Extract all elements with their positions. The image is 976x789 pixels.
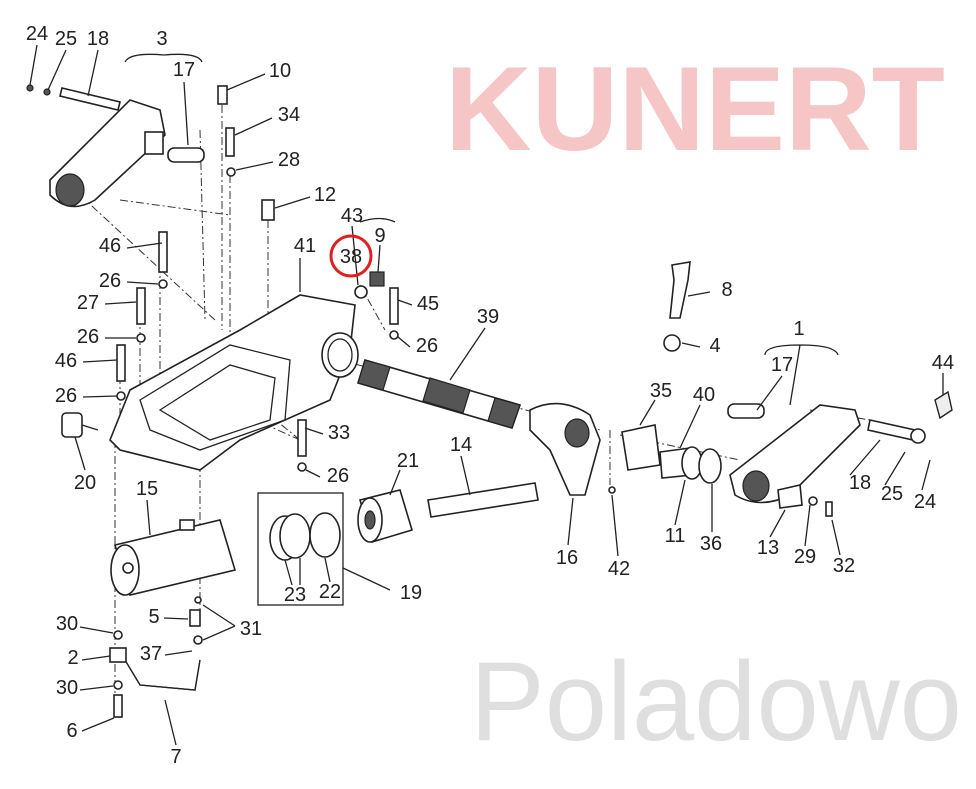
callout: 24	[26, 23, 48, 45]
callout: 26	[99, 270, 121, 292]
callout: 14	[450, 434, 472, 456]
callout: 37	[140, 643, 162, 665]
callout: 32	[833, 555, 855, 577]
callout: 18	[849, 472, 871, 494]
callout: 27	[77, 292, 99, 314]
callout: 39	[477, 306, 499, 328]
callout: 42	[608, 558, 630, 580]
callout: 17	[771, 354, 793, 376]
piston	[357, 489, 413, 543]
callout: 40	[693, 384, 715, 406]
callout: 6	[66, 720, 77, 742]
callout: 23	[284, 584, 306, 606]
watermark: KUNERT Poladowo	[445, 42, 962, 764]
lift-arm-left	[26, 84, 205, 208]
callout: 4	[709, 335, 720, 357]
callout: 25	[55, 28, 77, 50]
pin	[427, 482, 539, 518]
callout: 20	[74, 472, 96, 494]
highlight-circle	[329, 234, 373, 278]
callout: 8	[721, 279, 732, 301]
callout: 25	[881, 483, 903, 505]
callout: 45	[417, 293, 439, 315]
callout: 29	[794, 546, 816, 568]
callout: 30	[56, 613, 78, 635]
callout-highlighted: 38	[340, 246, 362, 268]
callout: 11	[665, 525, 686, 547]
callout: 46	[99, 235, 121, 257]
part-labels: 24 25 18 3 17 10 34 28 12 43 9 38 41 46 …	[26, 23, 954, 768]
bushings	[621, 424, 722, 484]
callout: 9	[374, 225, 385, 247]
callout: 18	[87, 28, 109, 50]
callout: 26	[77, 326, 99, 348]
callout: 44	[932, 352, 954, 374]
callout: 15	[136, 478, 158, 500]
cross-shaft	[356, 359, 522, 429]
oil-pipe	[109, 596, 203, 718]
callout: 12	[314, 184, 336, 206]
callout: 43	[341, 205, 363, 227]
watermark-location: Poladowo	[470, 639, 962, 764]
lift-arm-inner	[529, 402, 616, 496]
callout: 24	[914, 491, 936, 513]
callout: 30	[56, 677, 78, 699]
callout: 21	[397, 450, 419, 472]
callout: 19	[400, 582, 422, 604]
lift-housing-cover	[109, 294, 359, 471]
callout: 16	[556, 547, 578, 569]
stud-nut	[663, 261, 691, 352]
callout: 1	[793, 318, 804, 340]
leader-lines	[29, 44, 944, 746]
callout: 26	[327, 465, 349, 487]
callout: 7	[170, 746, 181, 768]
callout: 3	[156, 28, 167, 50]
callout: 26	[416, 335, 438, 357]
callout: 46	[55, 350, 77, 372]
callout: 33	[328, 422, 350, 444]
callout: 10	[269, 60, 291, 82]
callout: 26	[55, 385, 77, 407]
callout: 13	[757, 537, 779, 559]
callout: 31	[240, 618, 262, 640]
callout: 28	[278, 149, 300, 171]
lift-arm-right	[727, 390, 953, 517]
callout: 2	[67, 647, 78, 669]
callout: 17	[173, 59, 195, 81]
bolts	[116, 85, 399, 472]
callout: 34	[278, 104, 300, 126]
callout: 22	[319, 581, 341, 603]
watermark-brand: KUNERT	[445, 42, 945, 176]
plug	[61, 412, 99, 438]
callout: 41	[294, 235, 316, 257]
callout: 5	[148, 606, 159, 628]
cylinder	[110, 519, 237, 596]
callout: 36	[700, 533, 722, 555]
callout: 35	[650, 380, 672, 402]
